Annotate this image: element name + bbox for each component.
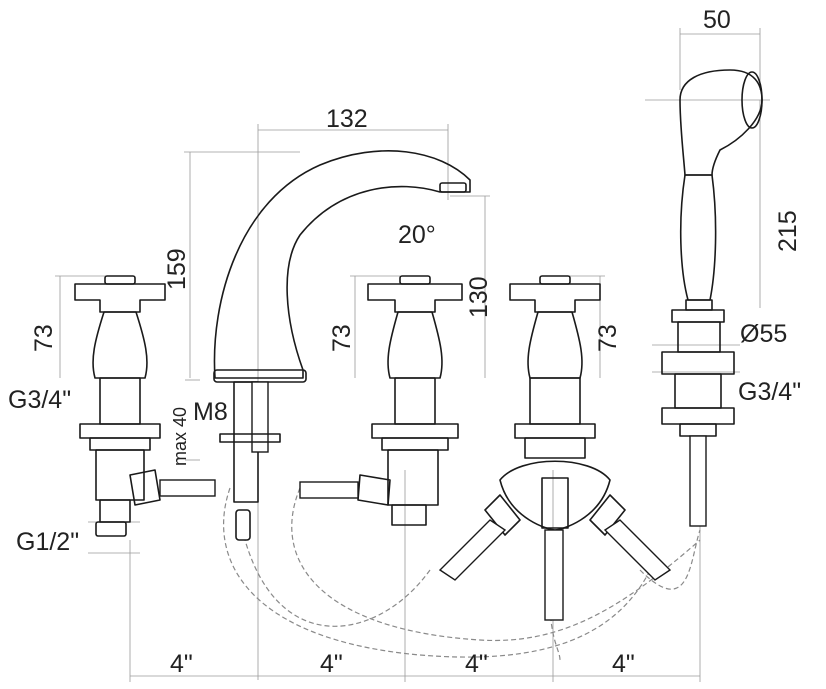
shower-head-width-label: 50 (703, 6, 731, 34)
diverter-valve (438, 275, 672, 621)
spout (213, 150, 471, 541)
stud-thread-label: M8 (193, 398, 228, 426)
shower-handle-length-label: 215 (774, 210, 802, 252)
shower-holder-diameter-label: Ø55 (740, 320, 787, 348)
hand-shower (661, 69, 763, 527)
diverter-handle-height-label: 73 (594, 324, 622, 352)
left-thread-label: G3/4" (8, 386, 71, 414)
spout-outlet-height-label: 130 (465, 276, 493, 318)
spout-angle-label: 20° (398, 221, 436, 249)
dimension-labels: 132 159 130 20° 73 73 73 50 215 Ø55 G3/4… (8, 6, 802, 678)
spacing-label-1: 4" (170, 650, 193, 678)
left-handle-height-label: 73 (30, 324, 58, 352)
left-cross-handle-valve (74, 275, 216, 537)
center-handle-height-label: 73 (328, 324, 356, 352)
max-deck-label: max 40 (170, 407, 190, 466)
spout-width-label: 132 (326, 105, 368, 133)
spacing-label-3: 4" (465, 650, 488, 678)
spout-height-label: 159 (163, 248, 191, 290)
shower-thread-label: G3/4" (738, 378, 801, 406)
spacing-label-4: 4" (612, 650, 635, 678)
spacing-label-2: 4" (320, 650, 343, 678)
inlet-thread-label: G1/2" (16, 528, 79, 556)
center-cross-handle-valve (299, 275, 463, 526)
